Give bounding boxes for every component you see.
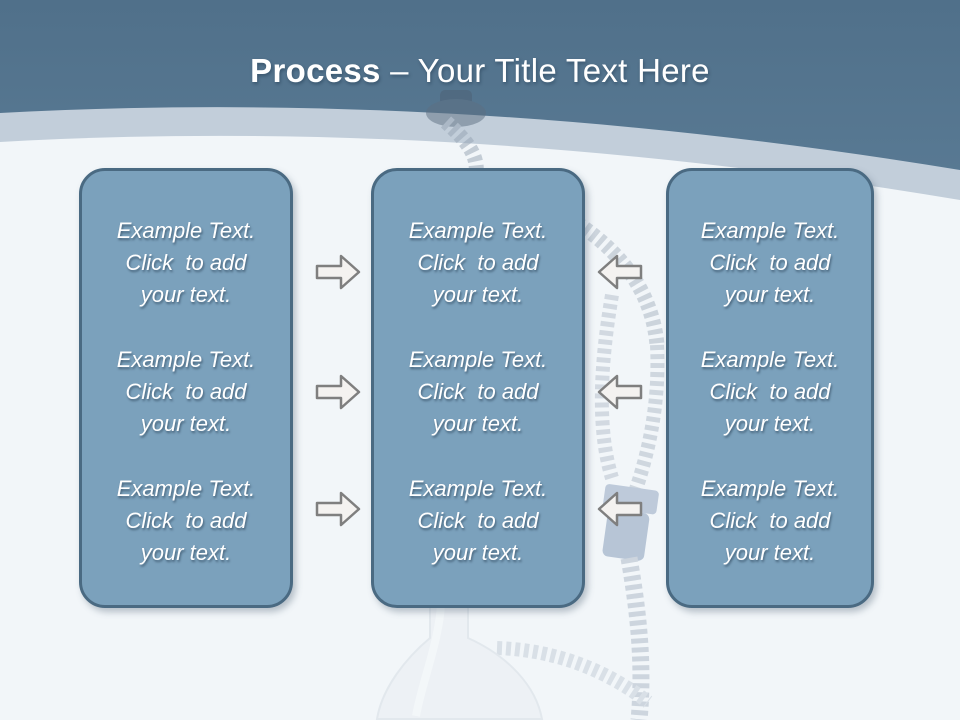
placeholder-text[interactable]: Example Text. Click to add your text. — [380, 473, 576, 569]
slide-title: Process – Your Title Text Here — [0, 52, 960, 90]
placeholder-line: your text. — [724, 540, 816, 565]
placeholder-line: Click to add — [417, 508, 539, 533]
placeholder-line: Click to add — [125, 379, 247, 404]
placeholder-line: Example Text. — [408, 476, 548, 501]
placeholder-line: Click to add — [417, 379, 539, 404]
arrow-right-icon — [315, 489, 361, 529]
placeholder-text[interactable]: Example Text. Click to add your text. — [88, 215, 284, 311]
placeholder-text[interactable]: Example Text. Click to add your text. — [88, 344, 284, 440]
placeholder-line: Example Text. — [700, 347, 840, 372]
placeholder-line: Example Text. — [408, 347, 548, 372]
placeholder-text[interactable]: Example Text. Click to add your text. — [675, 344, 865, 440]
placeholder-line: Click to add — [125, 250, 247, 275]
arrow-left-icon — [597, 489, 643, 529]
placeholder-line: Click to add — [125, 508, 247, 533]
placeholder-line: Example Text. — [116, 347, 256, 372]
placeholder-text[interactable]: Example Text. Click to add your text. — [380, 215, 576, 311]
placeholder-line: your text. — [432, 282, 524, 307]
process-box-middle[interactable]: Example Text. Click to add your text. Ex… — [371, 168, 585, 608]
placeholder-line: Click to add — [709, 508, 831, 533]
placeholder-line: your text. — [724, 411, 816, 436]
placeholder-line: Example Text. — [700, 476, 840, 501]
placeholder-line: Click to add — [417, 250, 539, 275]
arrow-left-icon — [597, 372, 643, 412]
placeholder-line: Example Text. — [408, 218, 548, 243]
placeholder-line: your text. — [140, 282, 232, 307]
placeholder-line: your text. — [432, 411, 524, 436]
placeholder-line: Example Text. — [116, 476, 256, 501]
arrow-right-icon — [315, 372, 361, 412]
process-box-left[interactable]: Example Text. Click to add your text. Ex… — [79, 168, 293, 608]
arrow-left-icon — [597, 252, 643, 292]
placeholder-text[interactable]: Example Text. Click to add your text. — [675, 473, 865, 569]
placeholder-line: your text. — [140, 540, 232, 565]
title-text: – Your Title Text Here — [390, 52, 710, 89]
arrow-right-icon — [315, 252, 361, 292]
placeholder-line: Click to add — [709, 379, 831, 404]
placeholder-text[interactable]: Example Text. Click to add your text. — [675, 215, 865, 311]
placeholder-line: your text. — [140, 411, 232, 436]
placeholder-text[interactable]: Example Text. Click to add your text. — [88, 473, 284, 569]
process-box-right[interactable]: Example Text. Click to add your text. Ex… — [666, 168, 874, 608]
placeholder-line: Example Text. — [700, 218, 840, 243]
placeholder-line: Example Text. — [116, 218, 256, 243]
placeholder-text[interactable]: Example Text. Click to add your text. — [380, 344, 576, 440]
title-emphasis: Process — [250, 52, 381, 89]
placeholder-line: your text. — [724, 282, 816, 307]
placeholder-line: Click to add — [709, 250, 831, 275]
placeholder-line: your text. — [432, 540, 524, 565]
